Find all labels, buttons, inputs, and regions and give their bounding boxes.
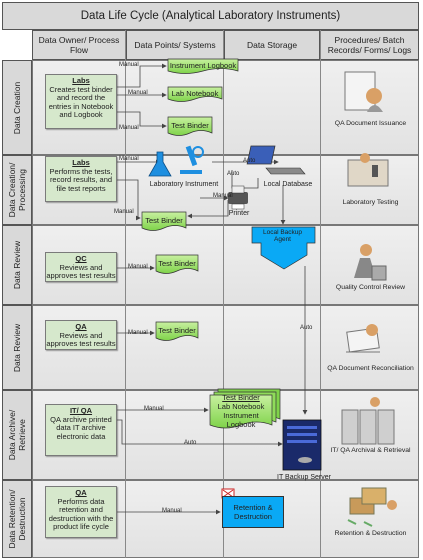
lab-instrument-label: Laboratory Instrument xyxy=(149,181,219,188)
edge-label-manual: Manual xyxy=(119,125,139,131)
diagram-title: Data Life Cycle (Analytical Laboratory I… xyxy=(2,2,419,30)
row-label-5: Data Archive/ Retrieve xyxy=(2,390,32,480)
retention-destruction-box: Retention & Destruction xyxy=(222,496,284,528)
doc-shape-notebook xyxy=(167,86,223,102)
test-binder-doc-4: Test Binder xyxy=(158,326,196,335)
laboratory-testing-icon xyxy=(347,153,389,187)
doc-shape-logbook xyxy=(167,58,239,74)
local-backup-agent: Local Backup Agent xyxy=(262,229,303,243)
local-database-label: Local Database xyxy=(263,181,313,188)
edge-label-auto: Auto xyxy=(300,325,313,331)
test-binder-doc-3: Test Binder xyxy=(158,259,196,268)
procedure-label-1: QA Document Issuance xyxy=(334,120,407,127)
printer-icon xyxy=(228,185,248,210)
lab-instrument-icon xyxy=(148,145,204,177)
it-backup-server-icon xyxy=(282,419,322,471)
row-label-4: Data Review xyxy=(2,305,32,390)
doc-shape-binder1 xyxy=(167,116,213,136)
edge-label-manual: Manual xyxy=(162,508,182,514)
qa-document-issuance-icon xyxy=(344,71,383,112)
header-points: Data Points/ Systems xyxy=(126,30,224,60)
test-binder-doc-1: Test Binder xyxy=(171,121,209,130)
edge-label-auto: Auto xyxy=(243,158,256,164)
edge-label-manual: Manual xyxy=(213,193,233,199)
qa-document-reconciliation-icon xyxy=(346,324,380,353)
archival-retrieval-icon xyxy=(341,397,395,445)
quality-control-review-icon xyxy=(354,244,387,281)
edge-label-manual: Manual xyxy=(128,264,148,270)
edge-label-manual: Manual xyxy=(144,406,164,412)
procedure-label-6: Retention & Destruction xyxy=(334,530,407,537)
local-backup-arrow xyxy=(251,226,316,270)
edge-label-auto: Auto xyxy=(184,440,197,446)
doc-shape-stacked xyxy=(209,394,273,429)
edge-label-manual: Manual xyxy=(128,90,148,96)
doc-shape-binder4 xyxy=(155,321,199,341)
column-divider xyxy=(223,30,224,558)
doc-shape-binder3 xyxy=(155,254,199,274)
row-label-1: Data Creation xyxy=(2,60,32,155)
row-label-3: Data Review xyxy=(2,225,32,305)
edge-label-manual: Manual xyxy=(119,156,139,162)
procedure-label-2: Laboratory Testing xyxy=(342,199,399,206)
row-label-2: Data Creation/ Processing xyxy=(2,155,32,225)
procedure-label-4: QA Document Reconciliation xyxy=(327,365,414,372)
it-backup-server-label: IT Backup Server xyxy=(277,474,331,481)
retention-destruction-icon xyxy=(347,487,397,527)
edge-label-manual: Manual xyxy=(114,209,134,215)
edge-label-auto: Auto xyxy=(227,171,240,177)
column-divider xyxy=(125,30,126,558)
procedure-label-3: Quality Control Review xyxy=(335,284,406,291)
procedure-label-5: IT/ QA Archival & Retrieval xyxy=(330,447,411,454)
instrument-logbook-doc: Instrument Logbook xyxy=(169,61,237,70)
test-binder-doc-2: Test Binder xyxy=(145,216,183,225)
doc-shape-binder2 xyxy=(141,211,187,231)
edge-label-manual: Manual xyxy=(119,62,139,68)
column-divider xyxy=(320,30,321,558)
printer-label: Printer xyxy=(228,210,250,217)
edge-label-manual: Manual xyxy=(128,330,148,336)
lab-notebook-doc: Lab Notebook xyxy=(171,89,219,98)
row-label-6: Data Retention/ Destruction xyxy=(2,480,32,558)
local-database-icon xyxy=(246,145,306,175)
header-owner: Data Owner/ Process Flow xyxy=(32,30,126,60)
header-storage: Data Storage xyxy=(224,30,320,60)
